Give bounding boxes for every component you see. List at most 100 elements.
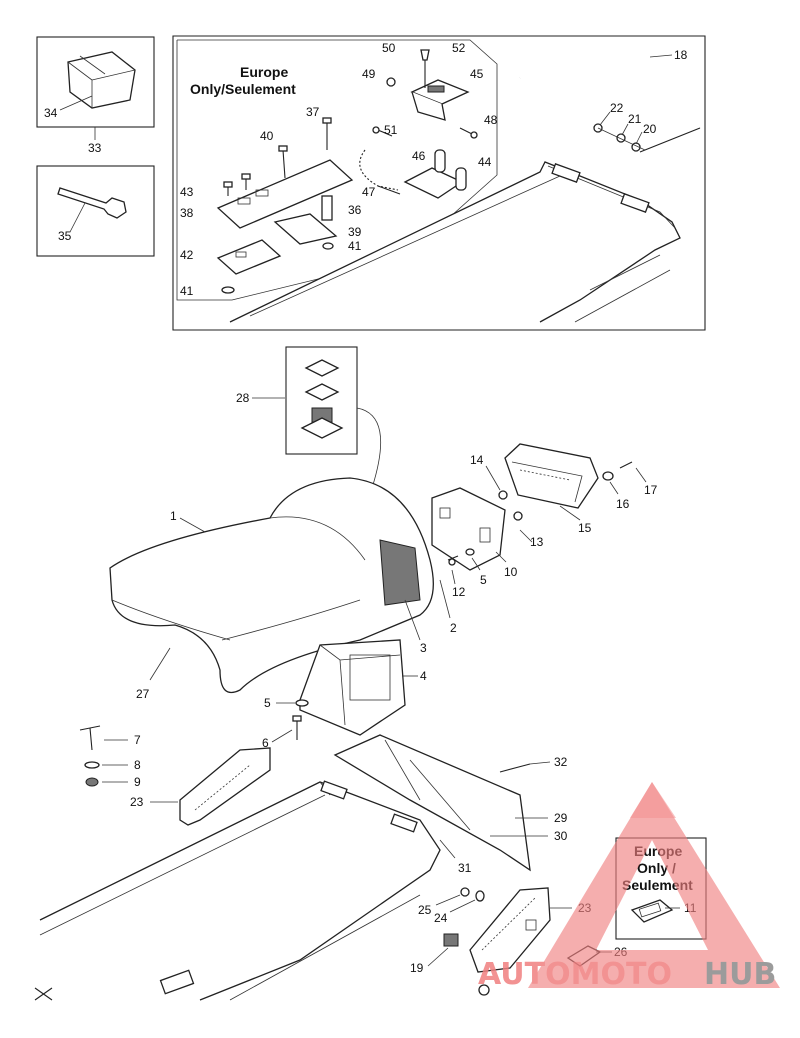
- part-45-lock-housing: [410, 79, 470, 121]
- callout-2: 2: [450, 621, 457, 635]
- callout-47: 47: [362, 185, 376, 199]
- callout-22: 22: [610, 101, 624, 115]
- europe-note-top-line2: Only/Seulement: [190, 81, 296, 97]
- leader-17: [635, 467, 647, 483]
- callout-41a: 41: [348, 239, 362, 253]
- frame-item-28: [285, 346, 358, 455]
- callout-30: 30: [554, 829, 568, 843]
- leader-34: [59, 95, 93, 111]
- callout-32: 32: [554, 755, 568, 769]
- automotohub-watermark: AUTOMOTO HUB: [478, 782, 780, 992]
- callout-23a: 23: [130, 795, 144, 809]
- part-4-storage-box: [299, 639, 406, 736]
- leader-35: [69, 202, 86, 233]
- scissor-mark: [34, 987, 53, 1001]
- callout-10: 10: [504, 565, 518, 579]
- callout-46: 46: [412, 149, 426, 163]
- part-1-seat: [109, 477, 434, 694]
- callout-51: 51: [384, 123, 398, 137]
- callout-1: 1: [170, 509, 177, 523]
- leader-19: [427, 947, 449, 967]
- frame-item-35: [36, 165, 155, 257]
- callout-14: 14: [470, 453, 484, 467]
- part-11-license-plate: [630, 899, 674, 923]
- leader-21: [621, 123, 629, 136]
- part-18-grab-handle: [519, 52, 702, 153]
- leader-5a: [471, 557, 481, 571]
- callout-44: 44: [478, 155, 492, 169]
- leader-28-to-seat: [356, 407, 382, 489]
- part-41-nuts: [221, 242, 334, 294]
- callout-12: 12: [452, 585, 466, 599]
- callout-49: 49: [362, 67, 376, 81]
- part-50-key: [420, 49, 430, 88]
- part-24-25-19-hardware: [443, 887, 490, 996]
- part-5-6-fasteners: [292, 699, 309, 740]
- part-47-cable: [359, 149, 401, 195]
- part-36-spacer: [321, 195, 333, 221]
- callout-6: 6: [262, 736, 269, 750]
- part-12-14-16-17-fasteners: [447, 461, 633, 566]
- callout-25: 25: [418, 903, 432, 917]
- leader-27: [149, 647, 171, 681]
- callout-5a: 5: [480, 573, 487, 587]
- part-23-side-trim-right: [469, 887, 551, 973]
- leader-13: [519, 529, 533, 543]
- callout-41b: 41: [180, 284, 194, 298]
- part-15-tail-lens: [504, 443, 599, 509]
- leader-3: [404, 599, 421, 641]
- callout-45: 45: [470, 67, 484, 81]
- callout-31: 31: [458, 861, 472, 875]
- part-35-wrench: [57, 187, 127, 219]
- leader-12: [451, 569, 456, 585]
- part-34-seat-cover: [67, 51, 136, 109]
- callout-19: 19: [410, 961, 424, 975]
- watermark-triangle-logo: [528, 782, 780, 988]
- callout-43: 43: [180, 185, 194, 199]
- callout-3: 3: [420, 641, 427, 655]
- leader-14: [485, 465, 501, 491]
- callout-18: 18: [674, 48, 688, 62]
- callout-52: 52: [452, 41, 466, 55]
- leader-22: [599, 111, 611, 126]
- leader-15: [559, 505, 581, 521]
- callout-35: 35: [58, 229, 72, 243]
- callout-40: 40: [260, 129, 274, 143]
- callout-8: 8: [134, 758, 141, 772]
- callout-36: 36: [348, 203, 362, 217]
- leader-25: [435, 894, 461, 906]
- part-48-51-small-bolts: [372, 77, 478, 139]
- callout-16: 16: [616, 497, 630, 511]
- part-10-light-housing: [431, 487, 506, 571]
- watermark-text-hub: HUB: [704, 957, 776, 992]
- part-37-40-43-bolts: [223, 117, 332, 196]
- callout-29: 29: [554, 811, 568, 825]
- frame-item-33: [36, 36, 155, 128]
- leader-16: [609, 481, 619, 495]
- callout-20: 20: [643, 122, 657, 136]
- callout-9: 9: [134, 775, 141, 789]
- callout-37: 37: [306, 105, 320, 119]
- callout-38: 38: [180, 206, 194, 220]
- part-20-22-hardware: [593, 123, 646, 152]
- callout-42: 42: [180, 248, 194, 262]
- callout-39: 39: [348, 225, 362, 239]
- callout-5b: 5: [264, 696, 271, 710]
- part-38-plate: [216, 159, 354, 229]
- leader-31: [439, 839, 456, 859]
- part-23-side-trim-left: [179, 747, 271, 826]
- callout-50: 50: [382, 41, 396, 55]
- leader-1: [179, 517, 206, 533]
- part-32-cable: [499, 763, 531, 773]
- part-tunnel-front: [39, 780, 441, 1001]
- leader-6: [271, 729, 293, 743]
- part-44-latch: [403, 149, 467, 199]
- leader-20: [635, 131, 643, 145]
- callout-34: 34: [44, 106, 58, 120]
- callout-17: 17: [644, 483, 658, 497]
- leader-2: [439, 579, 451, 619]
- callout-21: 21: [628, 112, 642, 126]
- leader-10: [495, 551, 507, 563]
- part-39-bracket: [273, 213, 338, 245]
- callout-7: 7: [134, 733, 141, 747]
